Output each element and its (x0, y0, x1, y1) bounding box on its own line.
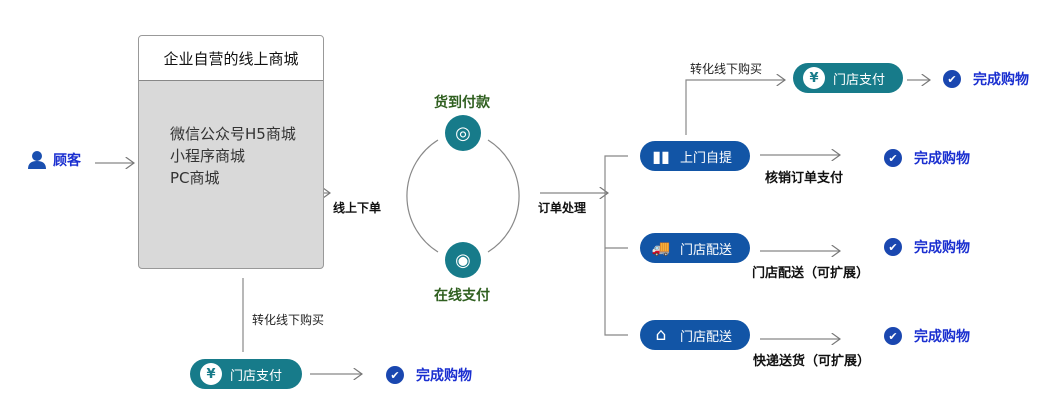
complete-label: 完成购物 (914, 240, 970, 256)
pickup-label: 上门自提 (680, 150, 733, 166)
check-icon: ✔ (884, 327, 902, 345)
store-delivery-pill: 🚚 门店配送 (640, 233, 750, 263)
order-processing-label: 订单处理 (538, 201, 587, 215)
luggage-icon: ▮▮ (652, 146, 670, 166)
store-delivery-note: 门店配送（可扩展） (752, 266, 870, 281)
pickup-pill: ▮▮ 上门自提 (640, 141, 750, 171)
truck-icon: 🚚 (651, 239, 671, 257)
yen-icon: ¥ (200, 363, 222, 385)
user-icon (28, 151, 46, 169)
customer-label: 顾客 (53, 153, 81, 169)
home-icon: ⌂ (655, 325, 667, 345)
complete-label: 完成购物 (416, 368, 472, 384)
cursor-icon: ◉ (445, 242, 481, 278)
store-pay-pill: ¥ 门店支付 (793, 63, 903, 93)
check-icon: ✔ (386, 366, 404, 384)
express-delivery-label: 门店配送 (680, 329, 733, 345)
online-store-title: 企业自营的线上商城 (139, 36, 323, 81)
complete-label: 完成购物 (914, 329, 970, 345)
store-item: PC商城 (170, 169, 220, 187)
check-icon: ✔ (884, 149, 902, 167)
store-pay-pill: ¥ 门店支付 (190, 359, 302, 389)
complete-status: ✔ 完成购物 (884, 237, 970, 257)
complete-status: ✔ 完成购物 (884, 148, 970, 168)
online-pay-label: 在线支付 (434, 288, 490, 304)
complete-status: ✔ 完成购物 (386, 365, 472, 385)
store-pay-label: 门店支付 (833, 72, 886, 88)
store-delivery-label: 门店配送 (680, 242, 733, 258)
complete-label: 完成购物 (973, 72, 1029, 88)
complete-status: ✔ 完成购物 (943, 69, 1029, 89)
tap-icon: ◎ (445, 115, 481, 151)
store-pay-label: 门店支付 (230, 368, 283, 384)
complete-label: 完成购物 (914, 151, 970, 167)
express-delivery-pill: ⌂ 门店配送 (640, 320, 750, 350)
online-store-box: 企业自营的线上商城 微信公众号H5商城 小程序商城 PC商城 (138, 35, 324, 269)
store-item: 小程序商城 (170, 147, 246, 165)
yen-icon: ¥ (803, 67, 825, 89)
customer: 顾客 (27, 150, 81, 170)
offline-convert-label: 转化线下购买 (252, 313, 325, 327)
store-item: 微信公众号H5商城 (170, 125, 296, 143)
online-order-label: 线上下单 (333, 201, 382, 215)
check-icon: ✔ (943, 70, 961, 88)
complete-status: ✔ 完成购物 (884, 326, 970, 346)
cod-label: 货到付款 (434, 95, 490, 111)
express-delivery-note: 快递送货（可扩展） (753, 354, 871, 369)
offline-convert-label: 转化线下购买 (690, 62, 763, 76)
check-icon: ✔ (884, 238, 902, 256)
pickup-note: 核销订单支付 (765, 171, 844, 186)
